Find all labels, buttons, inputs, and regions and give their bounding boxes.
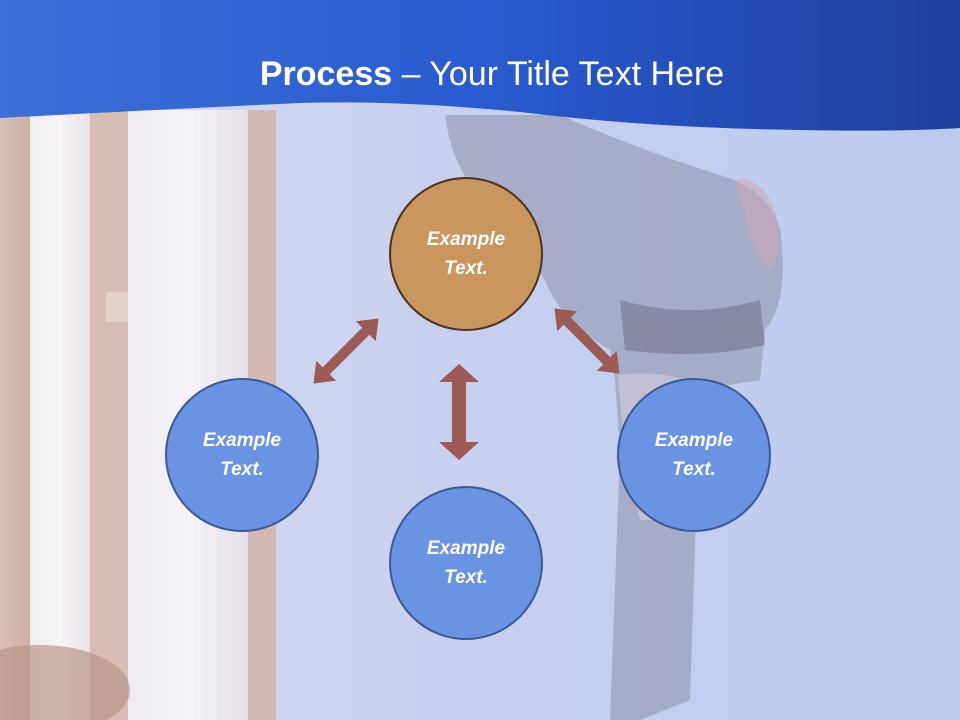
double-arrow-left-icon bbox=[313, 318, 379, 384]
center-node-text: Example Text. bbox=[426, 229, 506, 279]
center-node: Example Text. bbox=[389, 177, 543, 331]
slide-title: Process – Your Title Text Here bbox=[0, 52, 960, 96]
right-node-text: Example Text. bbox=[654, 430, 734, 480]
left-node: Example Text. bbox=[165, 378, 319, 532]
left-node-text: Example Text. bbox=[202, 430, 282, 480]
right-node: Example Text. bbox=[617, 378, 771, 532]
bottom-node-text: Example Text. bbox=[426, 538, 506, 588]
title-bold: Process bbox=[259, 55, 393, 93]
title-rest: – Your Title Text Here bbox=[392, 55, 725, 93]
bottom-node: Example Text. bbox=[389, 486, 543, 640]
double-arrow-vertical-icon bbox=[439, 364, 479, 460]
double-arrow-right-icon bbox=[554, 308, 620, 374]
header-band bbox=[0, 0, 960, 131]
